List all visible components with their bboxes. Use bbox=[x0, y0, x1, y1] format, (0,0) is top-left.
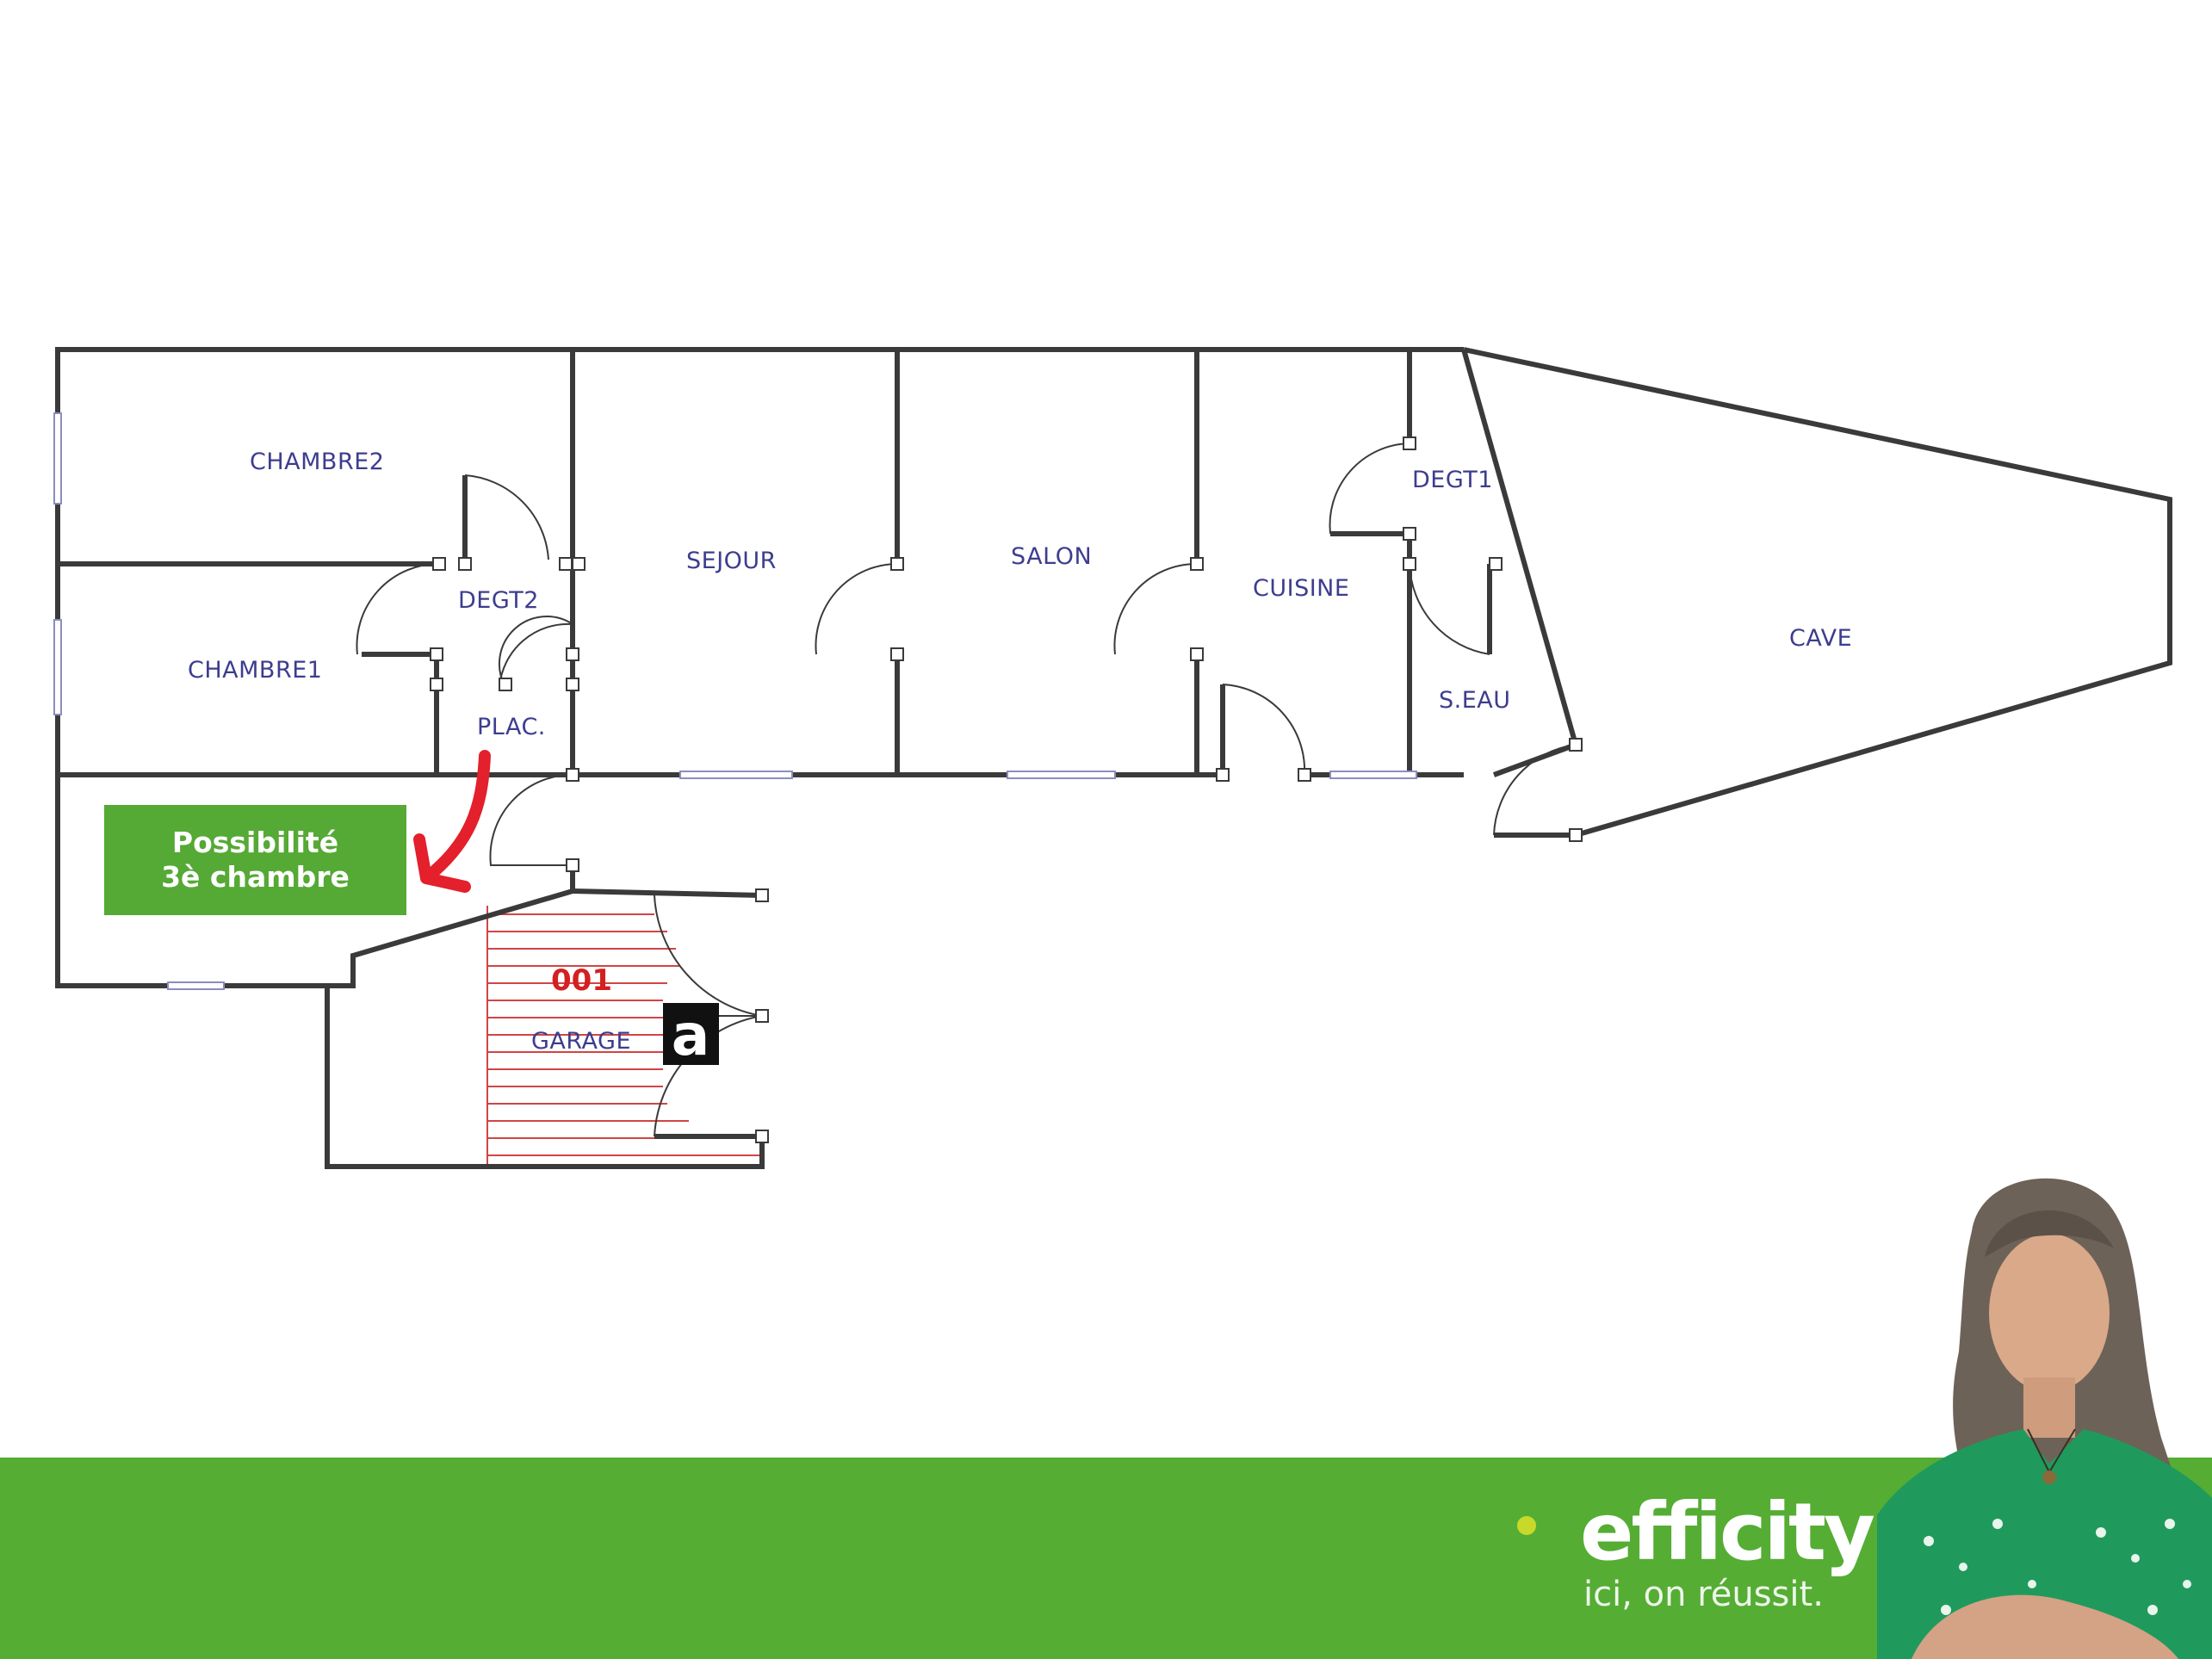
agent-portrait bbox=[1877, 1178, 2212, 1659]
marker-box bbox=[663, 1003, 719, 1065]
room-label-sejour: SEJOUR bbox=[686, 548, 777, 574]
callout-line1: Possibilité bbox=[171, 826, 339, 859]
brand-name: efficity bbox=[1580, 1486, 1875, 1578]
callout-line2: 3è chambre bbox=[161, 860, 350, 894]
garage-lot-number: 001 bbox=[551, 963, 612, 998]
room-label-seau: S.EAU bbox=[1439, 687, 1511, 714]
room-label-chambre2: CHAMBRE2 bbox=[250, 449, 384, 475]
annotation-arrow bbox=[413, 750, 491, 893]
brand-dot-icon bbox=[1517, 1516, 1536, 1535]
room-label-plac: PLAC. bbox=[477, 714, 546, 740]
room-label-cuisine: CUISINE bbox=[1253, 575, 1349, 602]
room-label-chambre1: CHAMBRE1 bbox=[188, 657, 322, 684]
room-label-cave: CAVE bbox=[1789, 625, 1852, 652]
brand-logo: efficity ici, on réussit. bbox=[1580, 1486, 1875, 1614]
windows bbox=[53, 412, 1417, 990]
footer-band bbox=[0, 1458, 2212, 1659]
room-label-degt2: DEGT2 bbox=[458, 587, 539, 614]
possibility-callout: Possibilité 3è chambre bbox=[104, 805, 406, 915]
brand-tagline: ici, on réussit. bbox=[1583, 1575, 1824, 1614]
marker-letter: a bbox=[672, 1002, 710, 1068]
floor-plan: CHAMBRE2 CHAMBRE1 DEGT2 PLAC. SEJOUR SAL… bbox=[53, 347, 2172, 1169]
door-swings bbox=[356, 443, 1577, 1137]
corner-markers bbox=[430, 436, 1583, 1143]
room-label-garage: GARAGE bbox=[531, 1028, 631, 1055]
room-label-salon: SALON bbox=[1011, 543, 1092, 570]
room-label-degt1: DEGT1 bbox=[1412, 467, 1493, 493]
